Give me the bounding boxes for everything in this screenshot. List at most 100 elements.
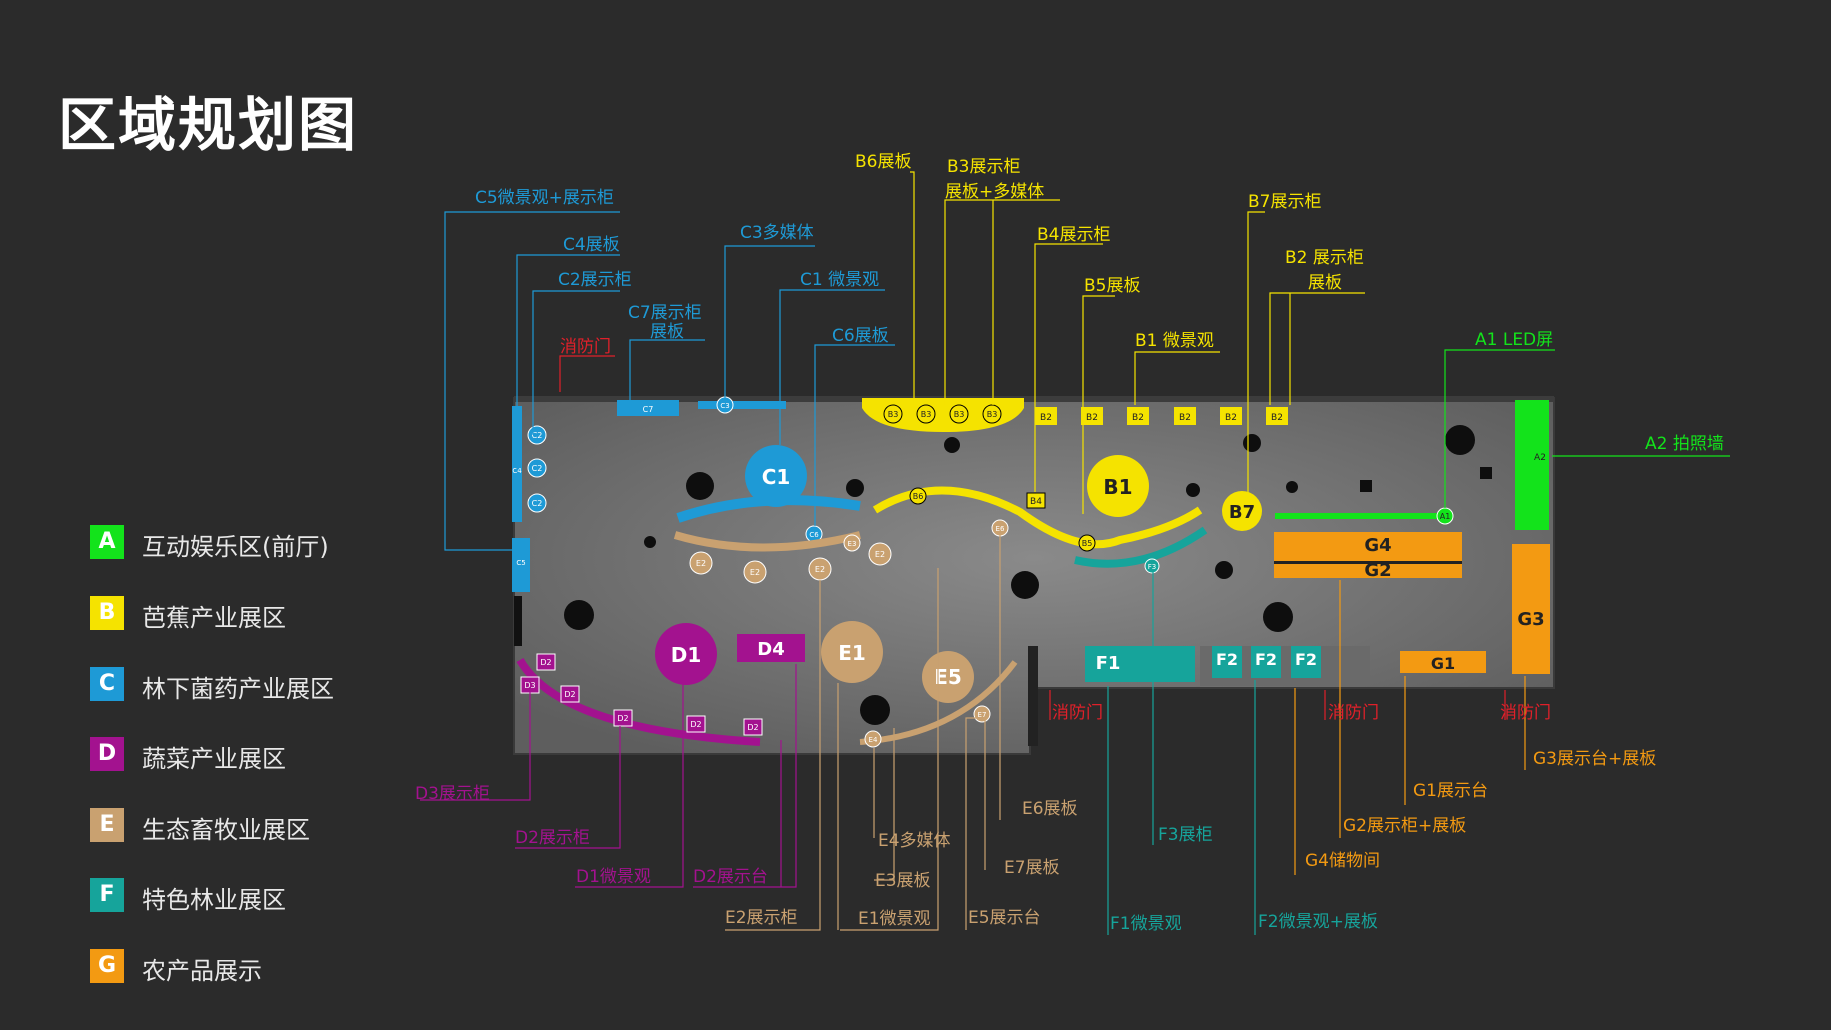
label-c7b: 展板 <box>650 322 684 342</box>
label-g4: G4储物间 <box>1305 851 1380 871</box>
label-g2: G2展示柜+展板 <box>1343 816 1466 836</box>
label-b7: B7展示柜 <box>1248 192 1321 212</box>
legend-item-a: A 互动娱乐区(前厅) <box>90 525 390 561</box>
label-b2b: 展板 <box>1308 273 1342 293</box>
label-fire-b2: 消防门 <box>1328 703 1379 723</box>
marker-b5: B5 <box>1082 539 1093 548</box>
marker-c3: C3 <box>720 402 729 410</box>
marker-b1: B1 <box>1103 475 1132 499</box>
label-c1: C1 微景观 <box>800 270 879 290</box>
page-title: 区域规划图 <box>58 91 359 159</box>
marker-d4: D4 <box>757 639 784 660</box>
zone-c-elements <box>512 396 861 592</box>
zone-e-elements <box>673 519 1018 748</box>
legend-label-e: 生态畜牧业展区 <box>142 816 310 844</box>
marker-c2-3: C2 <box>532 499 543 508</box>
legend-swatch-b: B <box>90 596 124 630</box>
label-e4: E4多媒体 <box>878 831 951 851</box>
marker-d3: D3 <box>524 681 535 690</box>
legend-swatch-e: E <box>90 808 124 842</box>
marker-c6: C6 <box>809 531 819 539</box>
marker-c5: C5 <box>516 559 525 567</box>
marker-b6: B6 <box>913 492 924 501</box>
label-e2: E2展示柜 <box>725 908 798 928</box>
marker-e5: E5 <box>934 665 962 689</box>
label-a2: A2 拍照墙 <box>1645 434 1724 454</box>
zone-f-elements <box>1074 526 1321 682</box>
label-g3: G3展示台+展板 <box>1533 749 1656 769</box>
label-d2t: D2展示台 <box>693 867 768 887</box>
marker-e3: E3 <box>848 540 857 548</box>
legend-item-b: B 芭蕉产业展区 <box>90 596 390 632</box>
marker-d2-5: D2 <box>747 723 758 732</box>
zone-a-elements <box>1275 400 1549 530</box>
marker-b2-3: B2 <box>1132 413 1144 423</box>
label-b3b: 展板+多媒体 <box>945 182 1044 202</box>
legend-item-c: C 林下菌药产业展区 <box>90 667 390 703</box>
zone-g-elements <box>1274 532 1550 674</box>
legend-item-f: F 特色林业展区 <box>90 878 390 914</box>
label-f2: F2微景观+展板 <box>1258 912 1378 932</box>
label-e1: E1微景观 <box>858 909 931 929</box>
marker-g3: G3 <box>1517 609 1544 630</box>
legend-label-f: 特色林业展区 <box>142 886 286 914</box>
marker-b4: B4 <box>1030 497 1042 507</box>
legend-label-b: 芭蕉产业展区 <box>142 604 286 632</box>
marker-labels: C1 B1 B7 D1 D4 E1 E5 F1 F2 F2 F2 G4 G2 G… <box>512 402 1546 744</box>
marker-b3-2: B3 <box>921 410 932 419</box>
marker-e7: E7 <box>978 711 987 719</box>
marker-b2-2: B2 <box>1086 413 1098 423</box>
legend-item-e: E 生态畜牧业展区 <box>90 808 390 844</box>
leader-lines <box>420 171 1730 935</box>
marker-d1: D1 <box>671 643 702 667</box>
pillars <box>564 425 1492 725</box>
label-b5: B5展板 <box>1084 276 1140 296</box>
legend-label-d: 蔬菜产业展区 <box>142 745 286 773</box>
marker-b3-4: B3 <box>987 410 998 419</box>
label-f1: F1微景观 <box>1110 914 1182 934</box>
label-c5: C5微景观+展示柜 <box>475 188 614 208</box>
marker-b2-4: B2 <box>1179 413 1191 423</box>
marker-d2-4: D2 <box>690 720 701 729</box>
marker-e6: E6 <box>996 525 1005 533</box>
legend-item-g: G 农产品展示 <box>90 949 390 985</box>
label-d1: D1微景观 <box>576 867 651 887</box>
zone-d-elements <box>516 623 805 746</box>
label-e6: E6展板 <box>1022 799 1078 819</box>
marker-b7: B7 <box>1229 502 1255 523</box>
marker-c1: C1 <box>762 465 791 489</box>
marker-e2-1: E2 <box>696 559 706 568</box>
marker-e4: E4 <box>869 736 878 744</box>
marker-g2: G2 <box>1364 560 1391 581</box>
label-f3: F3展柜 <box>1158 825 1213 845</box>
label-e3: E3展板 <box>875 871 931 891</box>
zone-b-elements <box>862 398 1288 552</box>
label-b4: B4展示柜 <box>1037 225 1110 245</box>
marker-e2-2: E2 <box>750 568 760 577</box>
marker-d2-2: D2 <box>564 690 575 699</box>
label-e7: E7展板 <box>1004 858 1060 878</box>
marker-c7: C7 <box>643 405 654 414</box>
legend-swatch-a: A <box>90 525 124 559</box>
label-g1: G1展示台 <box>1413 781 1488 801</box>
marker-b2-6: B2 <box>1271 413 1283 423</box>
label-e5: E5展示台 <box>968 908 1041 928</box>
annotations: C5微景观+展示柜 C4展板 C2展示柜 C7展示柜 展板 C3多媒体 C1 微… <box>415 152 1724 934</box>
marker-f2-2: F2 <box>1255 650 1277 669</box>
marker-f3: F3 <box>1148 563 1156 571</box>
marker-b2-1: B2 <box>1040 413 1052 423</box>
marker-d2-3: D2 <box>617 714 628 723</box>
label-fire-b3: 消防门 <box>1500 703 1551 723</box>
marker-c4: C4 <box>512 467 522 475</box>
label-d2: D2展示柜 <box>515 828 590 848</box>
legend-label-g: 农产品展示 <box>142 957 262 985</box>
legend-label-a: 互动娱乐区(前厅) <box>142 533 329 561</box>
marker-d2-1: D2 <box>540 658 551 667</box>
marker-c2-2: C2 <box>532 464 543 473</box>
legend-swatch-d: D <box>90 737 124 771</box>
marker-c2-1: C2 <box>532 431 543 440</box>
marker-f2-1: F2 <box>1216 650 1238 669</box>
label-fire-b1: 消防门 <box>1052 703 1103 723</box>
